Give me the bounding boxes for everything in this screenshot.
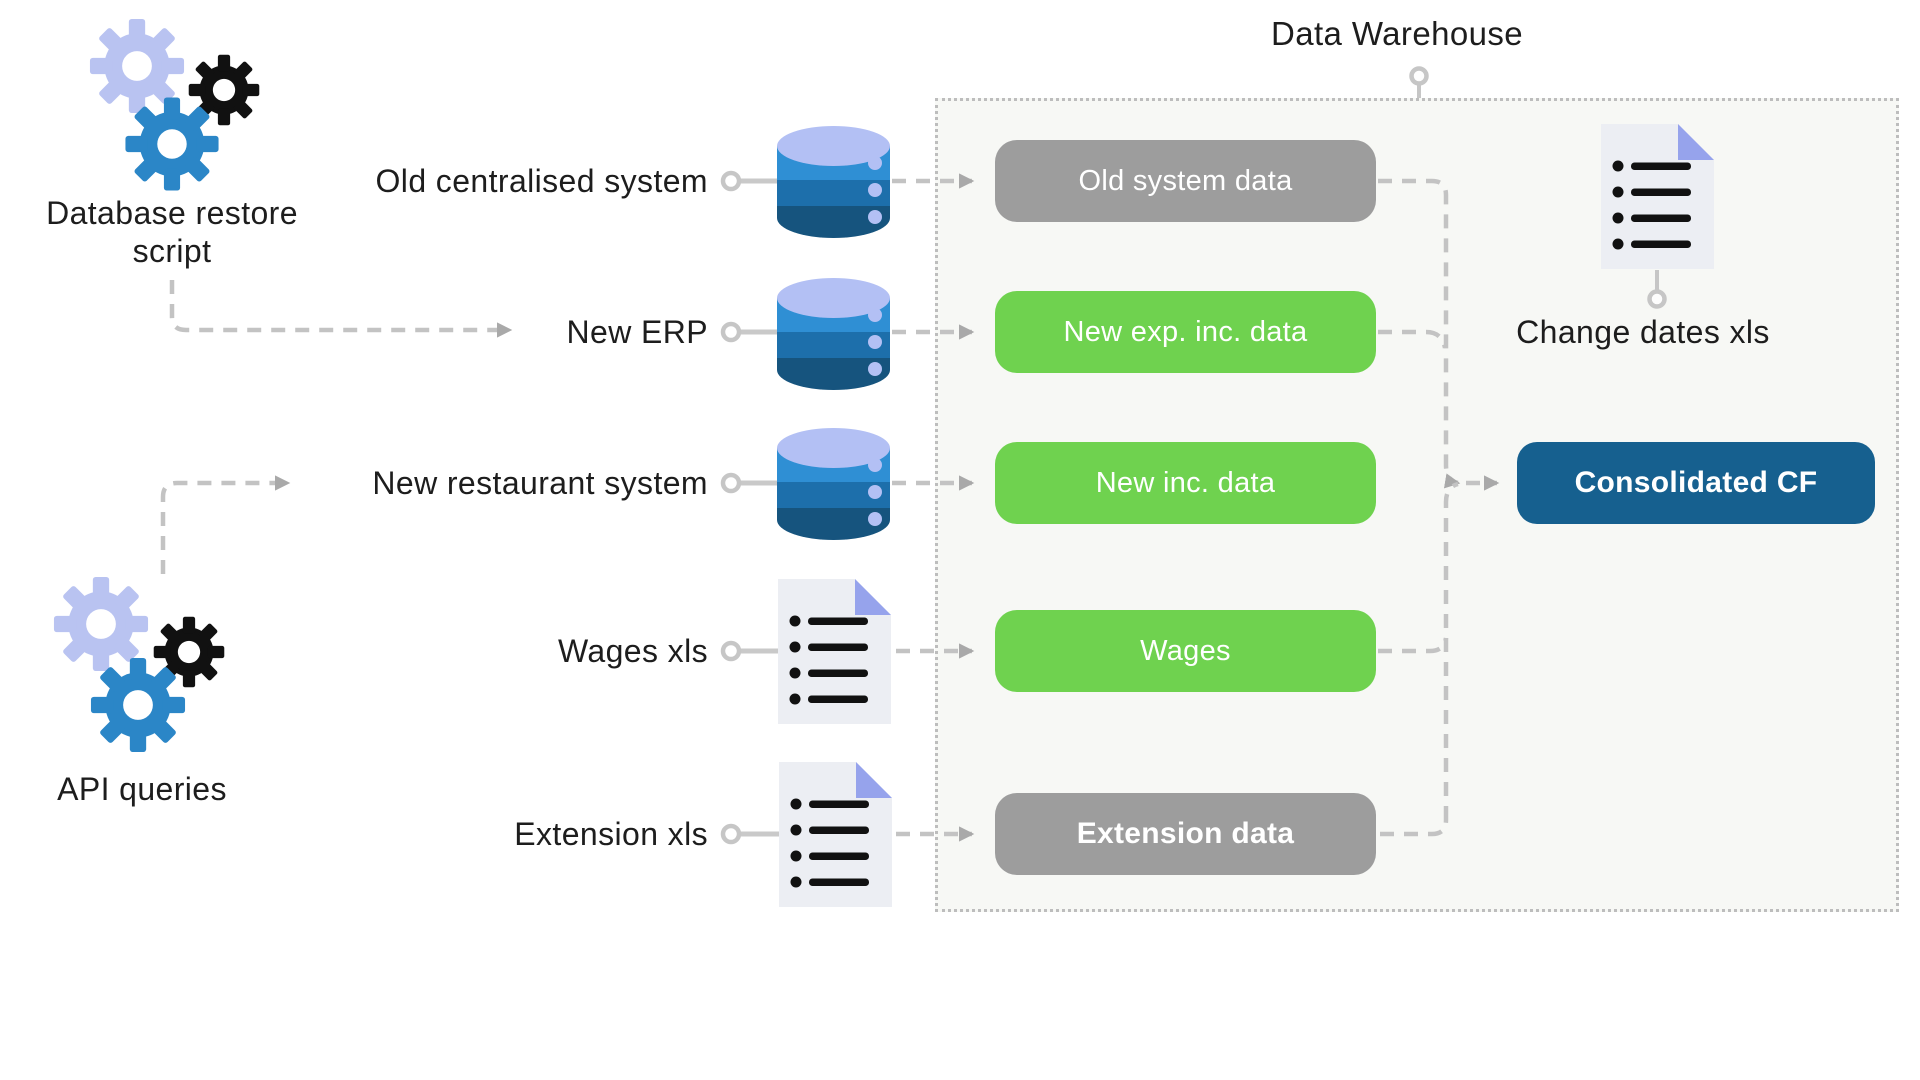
source-label-new-erp: New ERP — [566, 314, 708, 350]
process-label-api-queries: API queries — [57, 771, 227, 807]
box-new-exp-inc-data: New exp. inc. data — [995, 291, 1376, 373]
document-icon — [778, 579, 891, 724]
box-old-system-data: Old system data — [995, 140, 1376, 222]
terminal-circle — [720, 472, 742, 494]
box-new-inc-data: New inc. data — [995, 442, 1376, 524]
box-extension-data: Extension data — [995, 793, 1376, 875]
source-label-old-centralised-system: Old centralised system — [375, 163, 708, 199]
warehouse-title: Data Warehouse — [1270, 15, 1523, 52]
database-icon — [777, 278, 890, 390]
terminal-circle — [720, 640, 742, 662]
process-label-database-restore: Database restore script — [46, 195, 298, 269]
database-icon — [777, 126, 890, 238]
terminal-circle — [720, 823, 742, 845]
database-icon — [777, 428, 890, 540]
source-label-extension-xls: Extension xls — [514, 816, 708, 852]
document-icon — [779, 762, 892, 907]
box-consolidated-cf: Consolidated CF — [1517, 442, 1875, 524]
output-label-change-dates-xls: Change dates xls — [1516, 314, 1770, 350]
terminal-circle — [720, 170, 742, 192]
source-label-wages-xls: Wages xls — [557, 633, 708, 669]
box-wages: Wages — [995, 610, 1376, 692]
title-pin-circle — [1409, 66, 1429, 86]
gears-icon — [53, 576, 225, 753]
source-label-new-restaurant-system: New restaurant system — [372, 465, 708, 501]
terminal-circle — [720, 321, 742, 343]
gears-icon — [89, 18, 260, 191]
